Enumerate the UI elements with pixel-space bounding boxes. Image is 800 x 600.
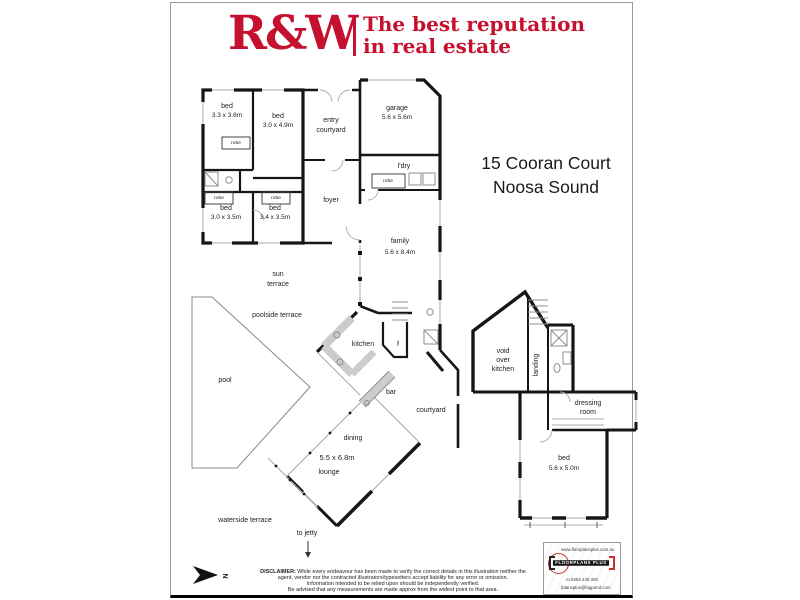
logo-divider: [353, 16, 356, 56]
property-address: 15 Cooran Court Noosa Sound: [481, 151, 610, 199]
wall-openings: [200, 77, 639, 521]
brand-tagline: The best reputation in real estate: [363, 13, 585, 57]
label-robe-4: robe: [383, 177, 393, 184]
label-bed5: bed: [558, 455, 570, 462]
label-bed4: bed: [269, 205, 281, 212]
label-landing: landing: [533, 353, 540, 377]
label-bed5-dims: 5.6 x 5.0m: [548, 465, 580, 472]
disclaimer-line3: Information intended to be relied upon s…: [306, 580, 480, 587]
label-bar: bar: [385, 389, 397, 396]
label-bed2-dims: 3.0 x 4.9m: [262, 122, 294, 129]
north-arrow-icon: [193, 566, 218, 584]
vendor-logo-mark: FLOORPLANS PLUS: [544, 553, 620, 574]
label-bed3-dims: 3.0 x 3.5m: [210, 214, 242, 221]
label-sun-terrace-1: sun: [272, 271, 284, 278]
disclaimer-text: DISCLAIMER:While every endeavour has bee…: [253, 568, 533, 592]
label-family-dims: 5.6 x 8.4m: [384, 249, 416, 256]
window-lines: [202, 79, 637, 519]
rw-logo: R&W: [228, 6, 358, 61]
label-sun-terrace-2: terrace: [267, 281, 289, 288]
label-to-jetty: to jetty: [296, 530, 318, 537]
address-line1: 15 Cooran Court: [481, 153, 611, 173]
label-dining: dining: [343, 435, 363, 442]
tagline-line1: The best reputation: [363, 12, 585, 36]
disclaimer-lead: DISCLAIMER:: [260, 568, 296, 575]
vendor-phone: m 0404 430 300: [566, 577, 598, 582]
vendor-website: www.floorplansplus.com.au: [561, 547, 615, 552]
label-dressing-2: room: [580, 409, 596, 416]
fixtures: [204, 136, 604, 528]
door-arcs: [252, 89, 571, 443]
label-robe-1: robe: [231, 139, 241, 146]
label-kitchen: kitchen: [351, 341, 375, 348]
label-garage: garage: [386, 105, 408, 112]
vendor-bracket-left-icon: [549, 556, 555, 570]
vendor-brand: FLOORPLANS PLUS: [552, 560, 610, 566]
label-bed3: bed: [220, 205, 232, 212]
label-dining-dims: 5.5 x 6.8m: [319, 453, 355, 462]
floorplans-plus-logo: www.floorplansplus.com.au FLOORPLANS PLU…: [543, 542, 621, 595]
label-bed1: bed: [221, 103, 233, 110]
north-label: N: [221, 573, 228, 579]
label-entry-courtyard-1: entry: [323, 117, 339, 124]
label-garage-dims: 5.6 x 5.6m: [381, 114, 413, 121]
label-bed1-dims: 3.3 x 3.6m: [211, 112, 243, 119]
label-pool: pool: [218, 377, 232, 384]
label-laundry: l'dry: [397, 163, 411, 170]
label-foyer: foyer: [323, 197, 339, 204]
disclaimer-line4: Be advised that any measurements are mad…: [287, 586, 499, 593]
vendor-bracket-right-icon: [609, 556, 615, 570]
label-poolside-terrace: poolside terrace: [252, 312, 302, 319]
label-lounge: lounge: [318, 469, 340, 476]
walls-upper-floor: [471, 289, 638, 520]
label-void-1: void: [496, 348, 510, 355]
pool-shape: [191, 296, 311, 469]
tagline-line2: in real estate: [363, 34, 512, 58]
terrace-posts: [274, 251, 362, 496]
label-dressing-1: dressing: [574, 400, 602, 407]
label-bed4-dims: 3.4 x 3.5m: [259, 214, 291, 221]
label-fridge: f: [397, 341, 399, 348]
page-border: [170, 2, 633, 598]
label-courtyard: courtyard: [416, 407, 446, 414]
label-robe-3: robe: [271, 194, 281, 201]
disclaimer-line2: agent, vendor nor the contracted illustr…: [277, 574, 509, 581]
jetty-arrow-icon: [305, 541, 311, 558]
label-waterside-terrace: waterside terrace: [218, 517, 272, 524]
disclaimer-line1-text: While every endeavour has been made to v…: [297, 568, 526, 575]
label-robe-2: robe: [214, 194, 224, 201]
label-bed2: bed: [272, 113, 284, 120]
disclaimer-line1: DISCLAIMER:While every endeavour has bee…: [253, 568, 533, 574]
label-void-3: kitchen: [491, 366, 515, 373]
vendor-email: fplansplus@bigpond.com: [561, 585, 611, 590]
address-line2: Noosa Sound: [492, 177, 600, 197]
label-void-2: over: [496, 357, 510, 364]
label-entry-courtyard-2: courtyard: [316, 127, 346, 134]
label-family: family: [390, 238, 410, 245]
